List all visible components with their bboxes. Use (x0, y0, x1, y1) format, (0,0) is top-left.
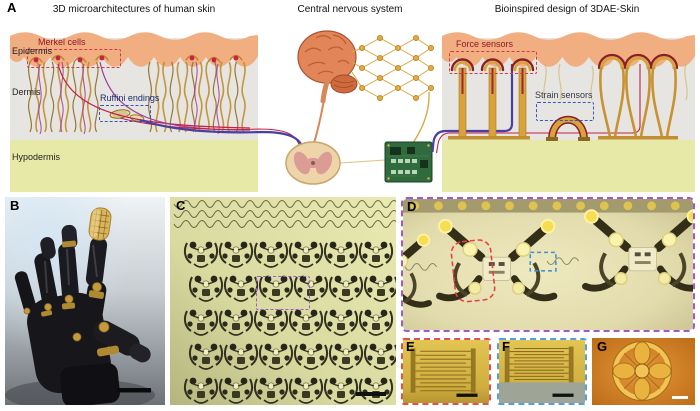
strain-sensor-arch (546, 115, 590, 141)
scale-bar-f (552, 393, 574, 397)
panel-g-photo (592, 338, 695, 405)
robot-hand (14, 207, 151, 405)
robotic-hand-illustration (5, 197, 165, 405)
spinal-cord (285, 141, 341, 185)
interdigitated-electrodes-f (499, 340, 585, 403)
panel-b-letter: B (10, 198, 20, 213)
scale-bar-g (672, 396, 688, 399)
panel-d-letter: D (407, 199, 417, 214)
collagen-fibers (27, 61, 246, 135)
electrode-fingers-f (509, 347, 569, 381)
right-block-fibers (543, 63, 688, 101)
panel-f-letter: F (502, 339, 510, 354)
force-sensors-box (449, 51, 537, 74)
panel-c-highlight-box (256, 276, 310, 310)
panel-a-left-title: 3D microarchitectures of human skin (52, 4, 216, 15)
scale-bar-e (456, 393, 478, 397)
cord-to-pcb-link (339, 159, 386, 164)
device-petals (612, 341, 672, 401)
panel-a-illustration (10, 30, 695, 192)
panel-a-center-title: Central nervous system (297, 4, 403, 15)
interdigitated-electrodes-e (403, 340, 489, 403)
panel-d-photo (401, 197, 695, 332)
sensor-closeup-illustration (403, 199, 693, 330)
scale-bar-b (117, 388, 151, 393)
force-sensors-label: Force sensors (456, 39, 514, 49)
merkel-cell-structures (29, 54, 243, 63)
fingertip-sensor (88, 207, 112, 241)
panel-f-photo (497, 338, 587, 405)
ruffini-endings-label: Ruffini endings (100, 93, 160, 103)
panel-c-photo (170, 197, 396, 405)
panel-e-letter: E (406, 339, 415, 354)
strain-sensors-box (536, 102, 594, 121)
label-epidermis: Epidermis (12, 46, 53, 56)
merkel-cells-box (27, 49, 121, 68)
neural-network-lattice (351, 35, 434, 102)
merkel-cells-label: Merkel cells (38, 37, 86, 47)
nerve-bundle-left (57, 61, 306, 151)
circular-device-illustration (592, 338, 695, 405)
strain-sensors-label: Strain sensors (535, 90, 593, 100)
brain-illustration (297, 30, 358, 144)
panel-a-right-title: Bioinspired design of 3DAE-Skin (494, 4, 640, 15)
panel-c-letter: C (176, 198, 186, 213)
panel-d-blue-box (529, 251, 557, 272)
force-sensor-group-1 (448, 58, 535, 140)
panel-b-photo (5, 197, 165, 405)
panel-e-photo (401, 338, 491, 405)
defocused-gold-blobs (410, 201, 680, 211)
nerve-bundle-right (431, 64, 641, 154)
panel-g-letter: G (597, 339, 608, 354)
panel-a-letter: A (7, 0, 17, 15)
ruffini-endings-box (99, 105, 151, 122)
label-hypodermis: Hypodermis (12, 152, 61, 162)
serpentine-traces (173, 200, 396, 228)
sensor-array-illustration (170, 197, 396, 405)
network-to-pcb-link (412, 91, 430, 144)
electrode-fingers-e (415, 350, 471, 392)
force-sensor-group-2 (597, 53, 679, 140)
circuit-board (384, 141, 433, 183)
scale-bar-c (356, 392, 386, 396)
label-dermis: Dermis (12, 87, 41, 97)
